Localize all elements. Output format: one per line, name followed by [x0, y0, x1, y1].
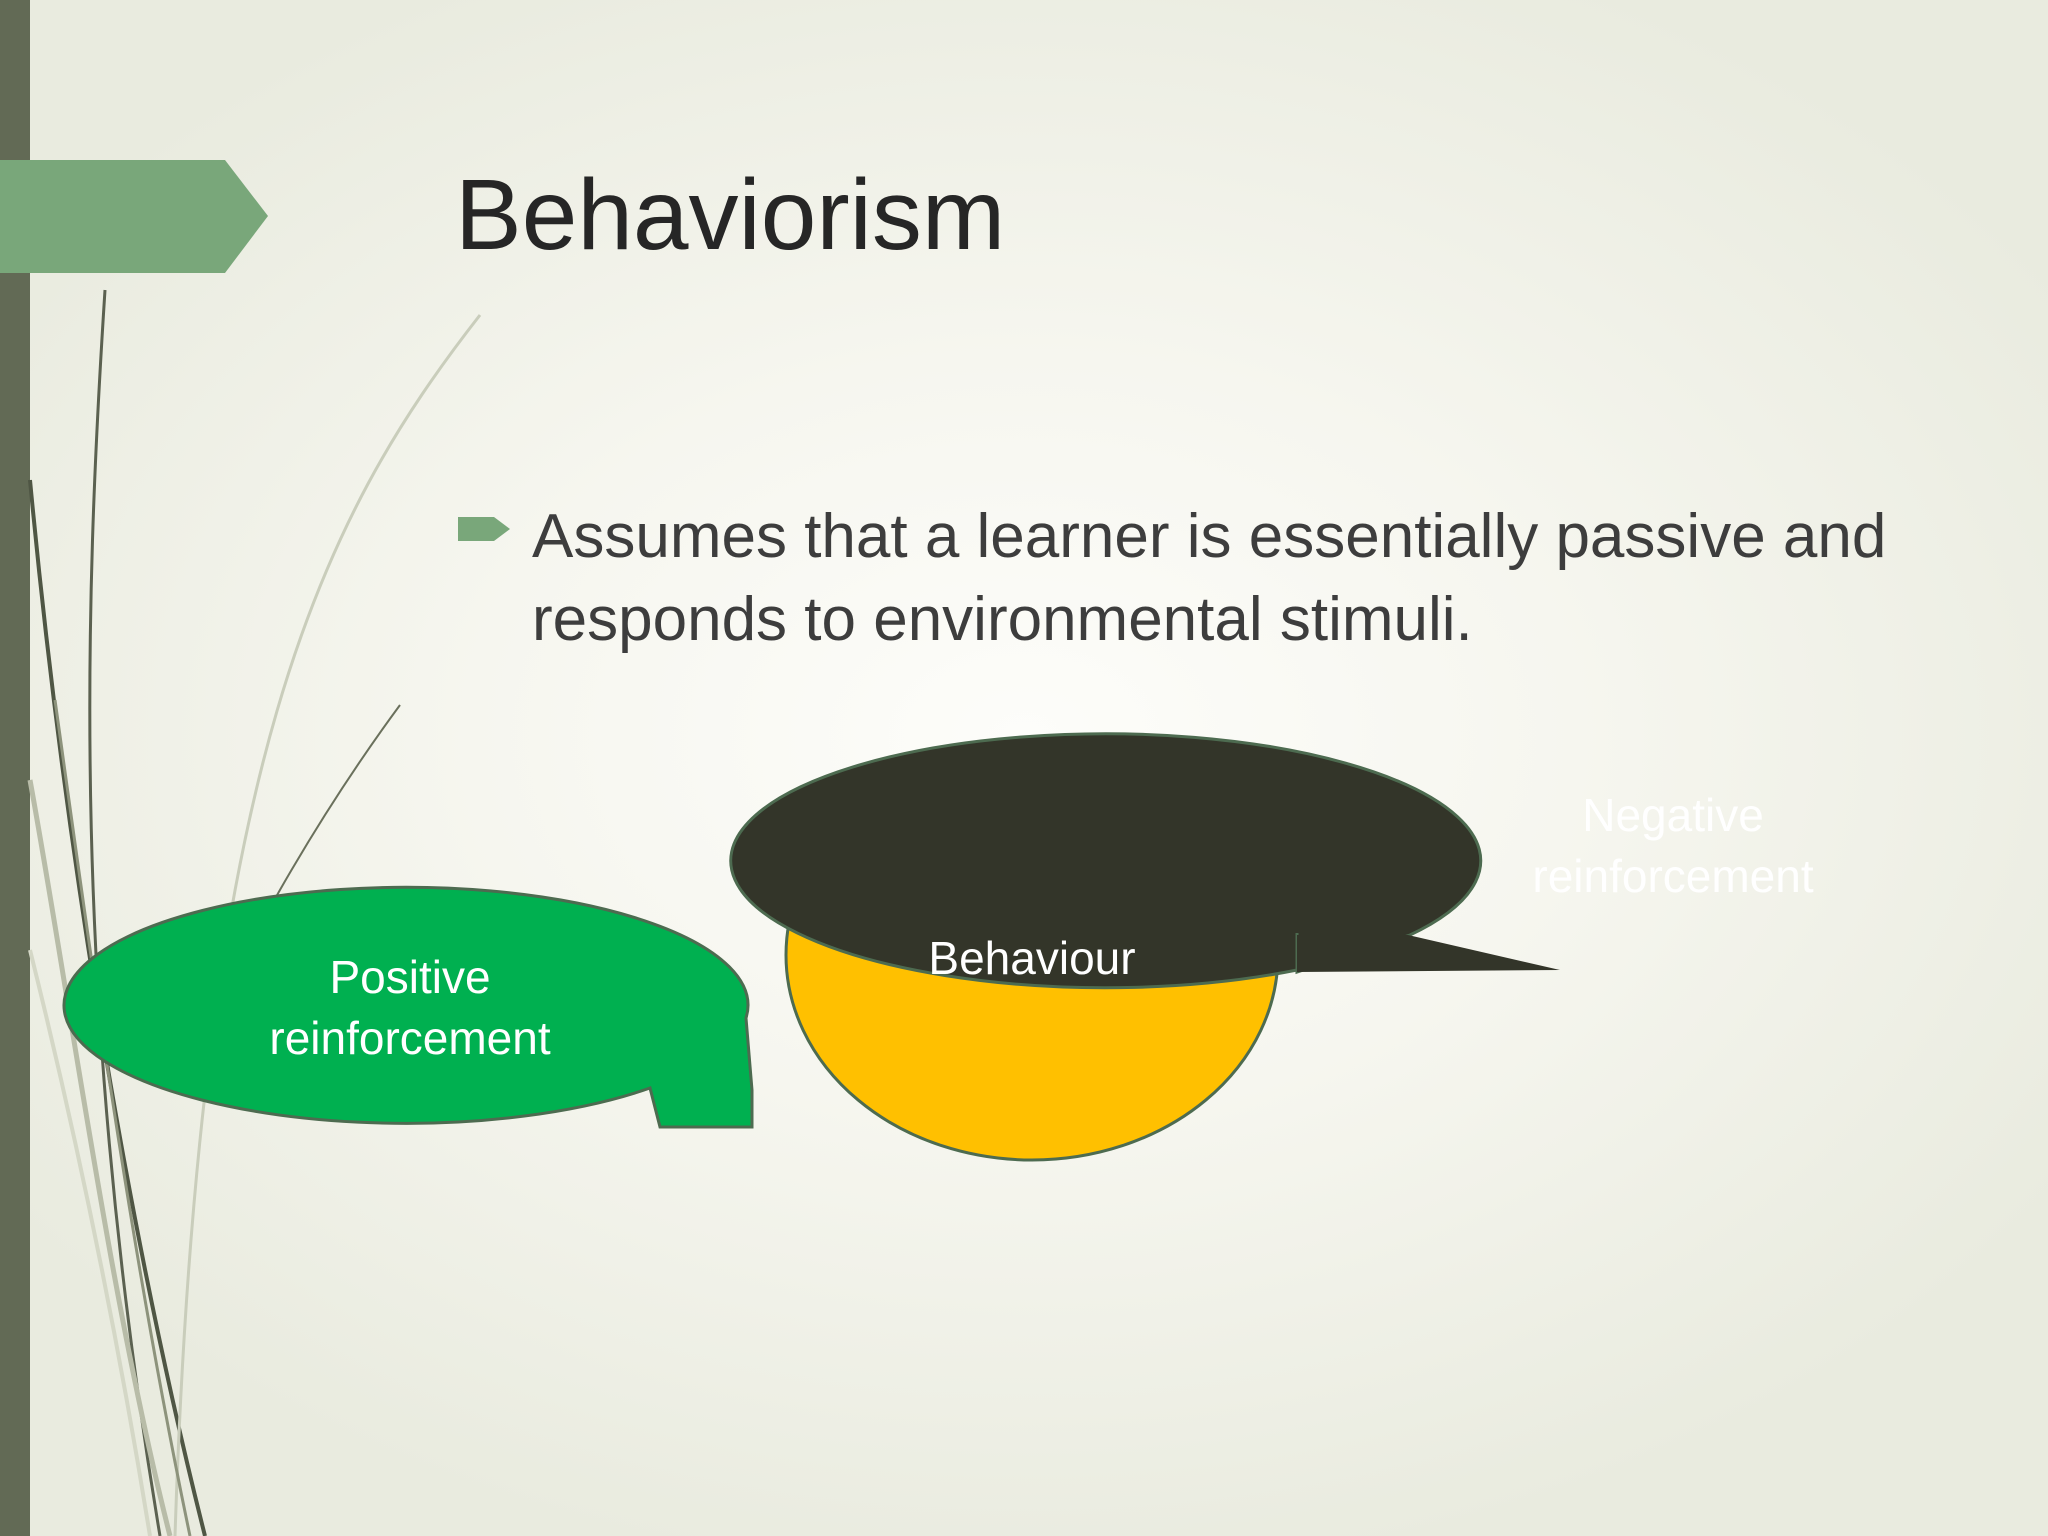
- negative-callout-shape: [729, 732, 1483, 990]
- arrow-bullet-icon: [458, 517, 510, 541]
- negative-reinforcement-label: Negative reinforcement: [1532, 789, 1814, 902]
- positive-reinforcement-label: Positive reinforcement: [269, 951, 551, 1064]
- positive-callout-shape: [62, 885, 754, 1129]
- title-accent-tab: [0, 160, 268, 273]
- slide-title: Behaviorism: [455, 159, 1006, 271]
- bullet-text: Assumes that a learner is essentially pa…: [532, 502, 1887, 654]
- behaviour-label: Behaviour: [928, 932, 1136, 984]
- negative-callout-tail: [1297, 935, 1560, 972]
